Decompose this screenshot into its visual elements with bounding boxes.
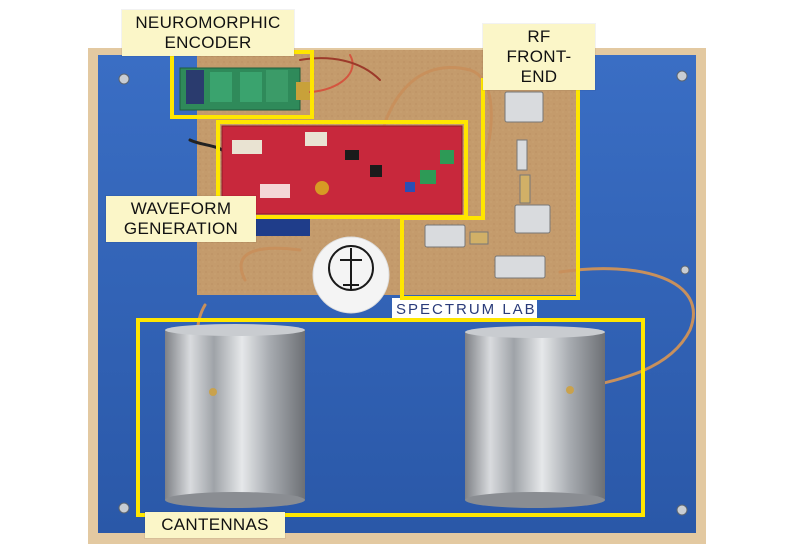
screw-icons — [118, 70, 690, 516]
encoder-board — [179, 67, 310, 111]
lab-sign — [392, 298, 537, 320]
screw-icon — [118, 502, 130, 514]
institute-logo — [312, 236, 390, 314]
can-right — [465, 326, 605, 508]
lab-name-text: SPECTRUM LAB — [396, 301, 537, 318]
screw-icon — [676, 70, 688, 82]
pcb-highlight — [216, 120, 468, 219]
rf-components — [424, 91, 551, 279]
screw-icon — [676, 504, 688, 516]
screw-icon — [118, 73, 130, 85]
label-neuromorphic-encoder: NEUROMORPHIC ENCODER — [122, 10, 294, 56]
can-left — [165, 324, 305, 508]
label-waveform-generation: WAVEFORM GENERATION — [106, 196, 256, 242]
label-rf-front-end: RF FRONT-END — [483, 24, 595, 90]
waveform-pcb — [221, 125, 463, 215]
screw-icon — [680, 265, 690, 275]
header-strip — [255, 218, 310, 236]
label-cantennas: CANTENNAS — [145, 512, 285, 538]
cantennas-highlight — [136, 318, 645, 517]
